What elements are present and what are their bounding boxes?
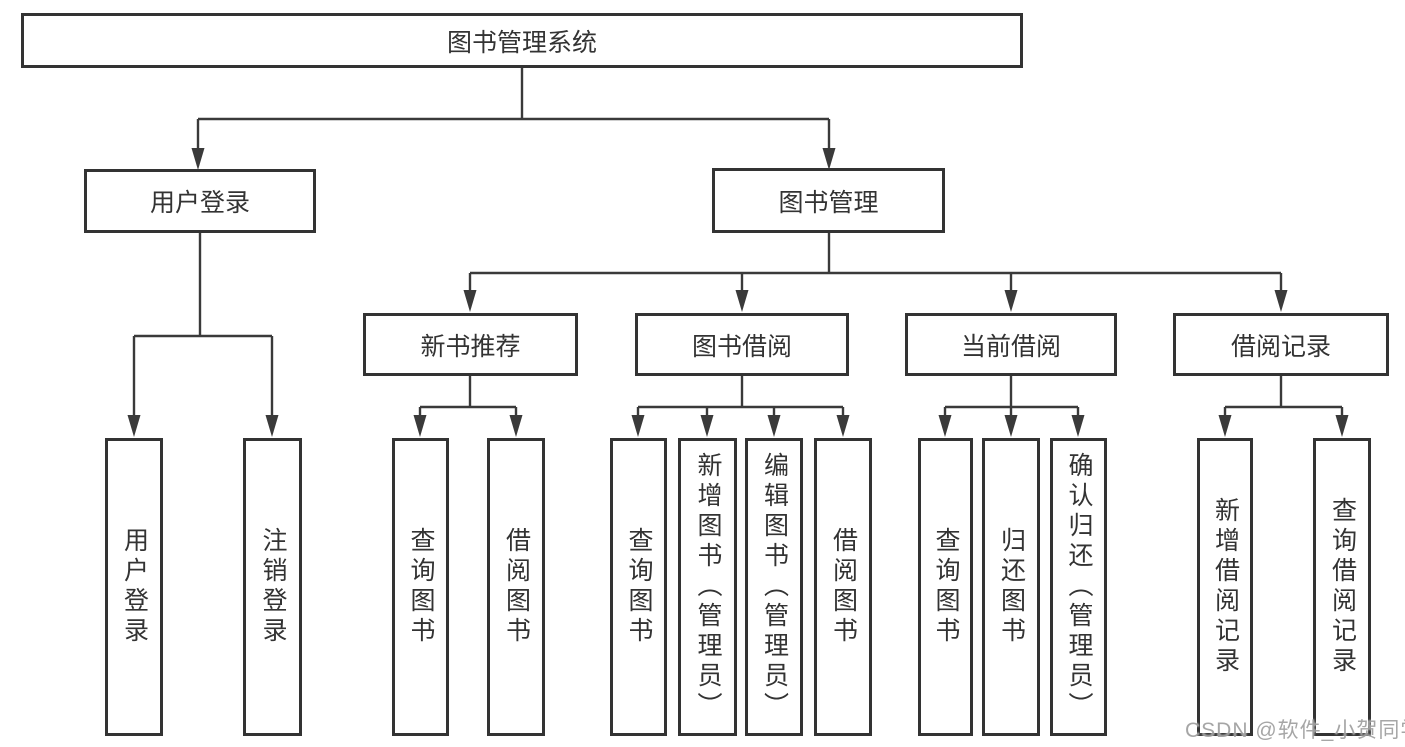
arrowhead-icon <box>836 415 850 437</box>
node-book-management: 图书管理 <box>712 168 945 233</box>
arrowhead-icon <box>191 148 205 170</box>
arrowhead-icon <box>1004 415 1018 437</box>
node-label: 图书管理系统 <box>446 28 597 57</box>
connector-user-login-to-children <box>127 233 279 437</box>
node-label: 新书推荐 <box>420 332 521 361</box>
node-label: 新增借阅记录 <box>1211 497 1240 677</box>
node-label: 借阅记录 <box>1230 332 1331 361</box>
node-label: 归还图书 <box>997 527 1026 647</box>
arrowhead-icon <box>265 415 279 437</box>
arrowhead-icon <box>509 415 523 437</box>
node-book-borrow: 图书借阅 <box>635 313 849 376</box>
node-label: 注销登录 <box>259 527 287 647</box>
node-leaf-user-login: 用户登录 <box>105 438 163 736</box>
arrowhead-icon <box>1274 290 1288 312</box>
connector-borrow-records-to-children <box>1218 376 1349 437</box>
node-label: 编辑图书（管理员） <box>760 452 789 722</box>
node-label: 新增图书（管理员） <box>694 452 722 722</box>
node-label: 图书借阅 <box>691 332 792 361</box>
node-label: 查询图书 <box>625 527 653 647</box>
node-leaf-query-books-1: 查询图书 <box>392 438 449 736</box>
arrowhead-icon <box>127 415 141 437</box>
node-leaf-edit-books-admin: 编辑图书（管理员） <box>745 438 803 736</box>
node-label: 当前借阅 <box>960 332 1061 361</box>
node-leaf-query-books-3: 查询图书 <box>918 438 973 736</box>
connector-new-book-recommend-to-children <box>413 376 523 437</box>
connector-book-borrow-to-children <box>631 376 850 437</box>
arrowhead-icon <box>735 290 749 312</box>
node-current-borrow: 当前借阅 <box>905 313 1117 376</box>
watermark: CSDN @软件_小贺同学 <box>1185 719 1405 742</box>
arrowhead-icon <box>822 148 836 170</box>
arrowhead-icon <box>700 415 714 437</box>
node-leaf-add-books-admin: 新增图书（管理员） <box>678 438 737 736</box>
node-new-book-recommend: 新书推荐 <box>363 313 578 376</box>
connector-current-borrow-to-children <box>938 376 1085 437</box>
node-label: 借阅图书 <box>502 527 531 647</box>
node-leaf-borrow-books-1: 借阅图书 <box>487 438 545 736</box>
node-label: 确认归还（管理员） <box>1065 452 1093 722</box>
arrowhead-icon <box>1218 415 1232 437</box>
node-label: 查询图书 <box>407 527 435 647</box>
arrowhead-icon <box>1004 290 1018 312</box>
node-root: 图书管理系统 <box>21 13 1023 68</box>
node-borrow-records: 借阅记录 <box>1173 313 1389 376</box>
node-leaf-query-borrow-record: 查询借阅记录 <box>1313 438 1371 736</box>
connector-root-to-level2 <box>191 68 836 170</box>
node-leaf-borrow-books-2: 借阅图书 <box>814 438 872 736</box>
arrowhead-icon <box>413 415 427 437</box>
node-label: 图书管理 <box>778 188 879 217</box>
arrowhead-icon <box>1071 415 1085 437</box>
connector-book-management-to-sections <box>463 233 1288 312</box>
node-label: 用户登录 <box>120 527 149 647</box>
arrowhead-icon <box>631 415 645 437</box>
arrowhead-icon <box>938 415 952 437</box>
node-user-login: 用户登录 <box>84 169 316 233</box>
node-leaf-add-borrow-record: 新增借阅记录 <box>1197 438 1253 736</box>
node-label: 查询图书 <box>932 527 960 647</box>
arrowhead-icon <box>1335 415 1349 437</box>
node-leaf-return-books: 归还图书 <box>982 438 1040 736</box>
node-label: 查询借阅记录 <box>1328 497 1357 677</box>
node-label: 借阅图书 <box>829 527 858 647</box>
node-leaf-query-books-2: 查询图书 <box>610 438 667 736</box>
node-leaf-confirm-return-admin: 确认归还（管理员） <box>1050 438 1107 736</box>
arrowhead-icon <box>767 415 781 437</box>
node-label: 用户登录 <box>149 189 250 217</box>
arrowhead-icon <box>463 290 477 312</box>
node-leaf-logout: 注销登录 <box>243 438 302 736</box>
